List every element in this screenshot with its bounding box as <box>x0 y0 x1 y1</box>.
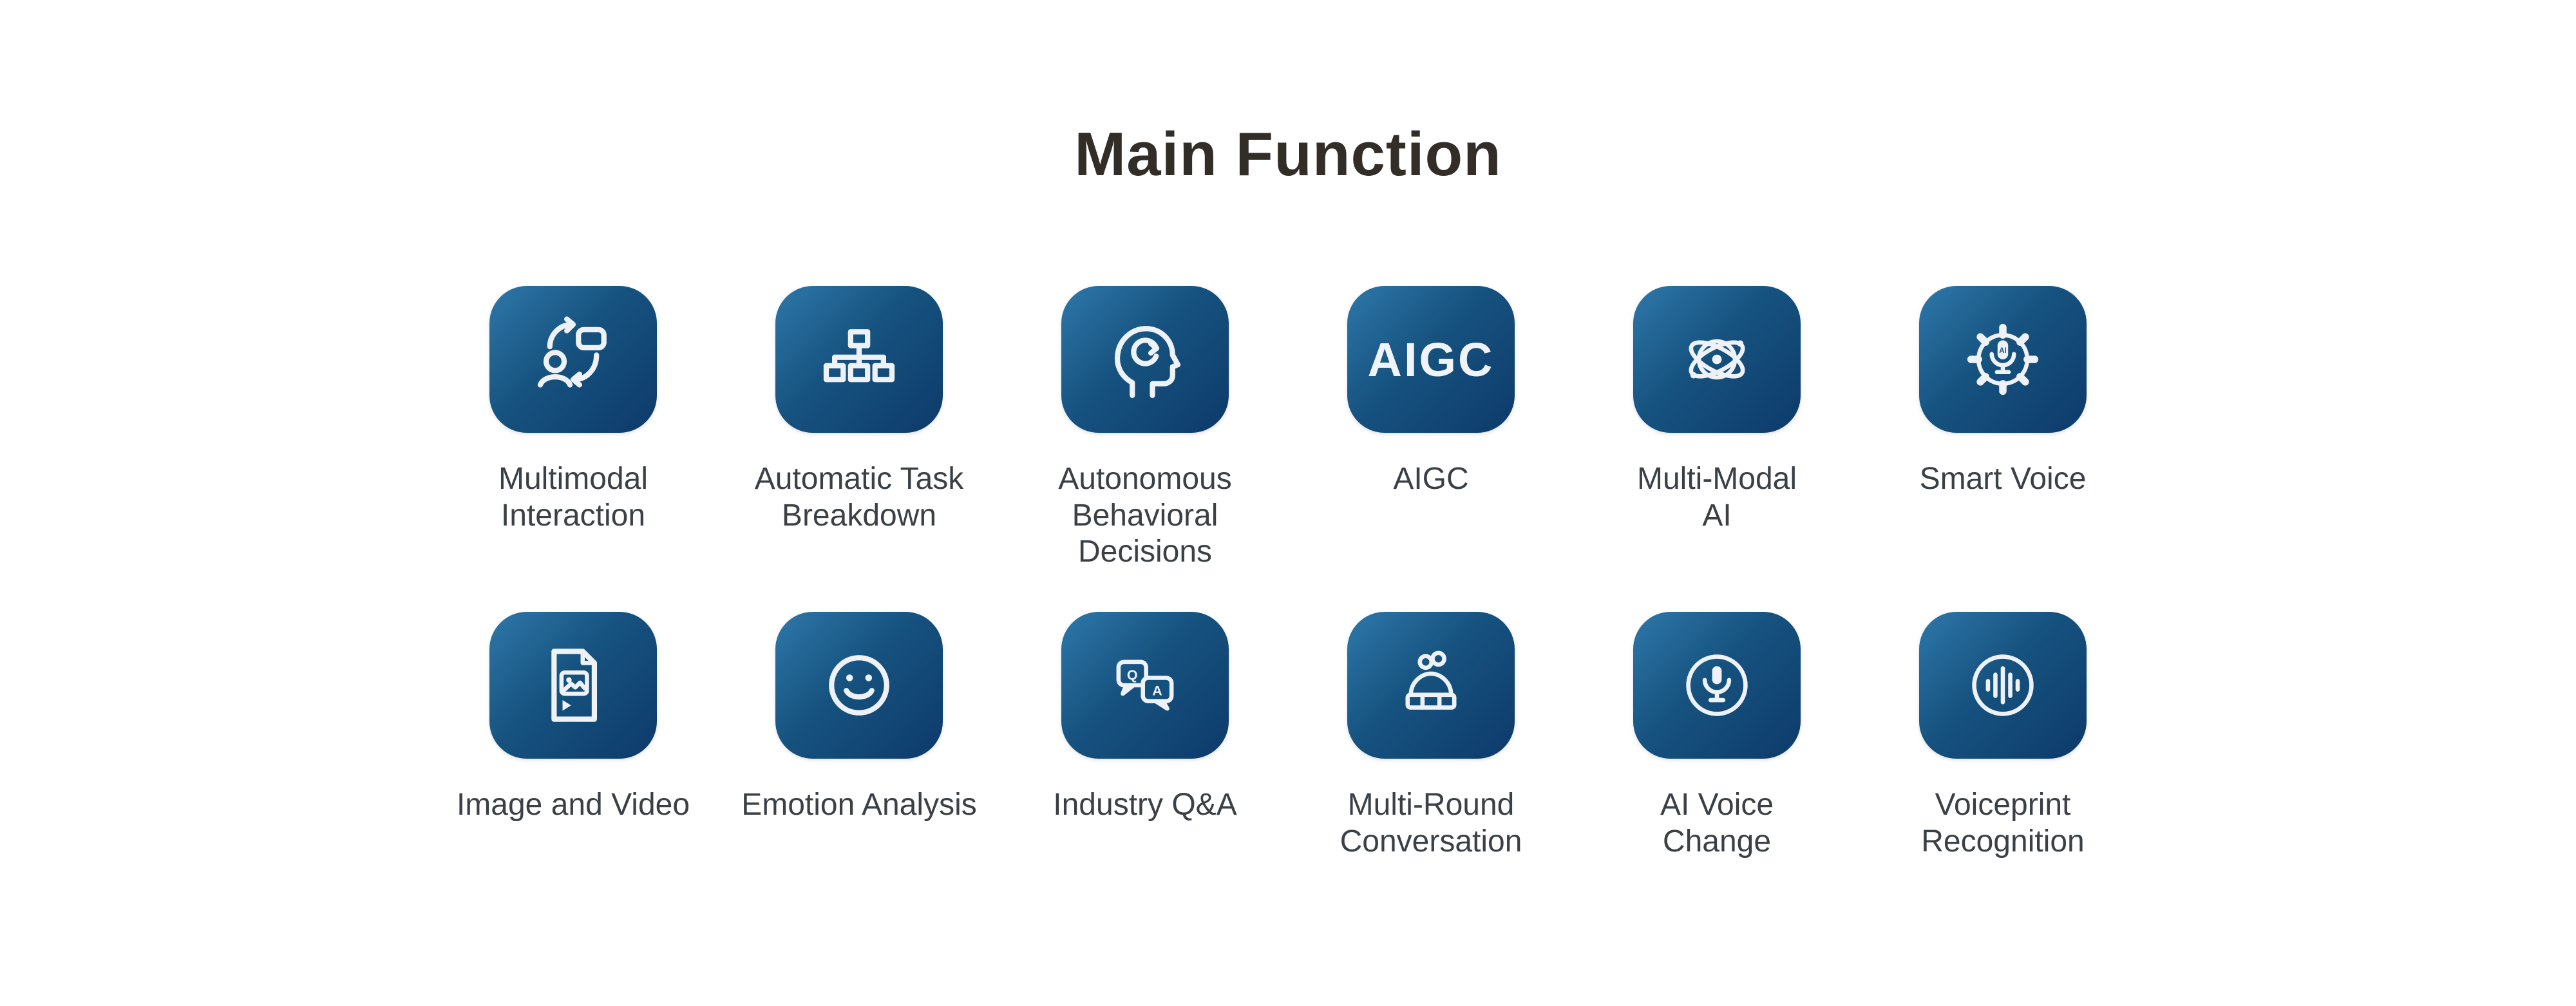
tile-label: Multimodal Interaction <box>498 462 649 533</box>
behavioral-decisions-icon <box>1061 286 1229 433</box>
tile-label: Multi-Modal AI <box>1636 462 1797 533</box>
tile-label: AI Voice Change <box>1660 787 1774 859</box>
tile-multi-modal-ai: Multi-Modal AI <box>1574 286 1860 571</box>
tile-label: Voiceprint Recognition <box>1921 787 2085 859</box>
tile-ai-voice-change: AI Voice Change <box>1574 611 1860 860</box>
tile-label: Emotion Analysis <box>741 787 977 822</box>
aigc-text-icon: AIGC <box>1347 286 1515 433</box>
tile-label: Multi-Round Conversation <box>1340 787 1522 859</box>
tile-label: Automatic Task Breakdown <box>754 462 964 533</box>
tile-multimodal-interaction: Multimodal Interaction <box>430 286 716 571</box>
tile-label: Image and Video <box>456 787 690 822</box>
tile-automatic-task-breakdown: Automatic Task Breakdown <box>716 286 1002 571</box>
tile-label: Smart Voice <box>1919 462 2087 496</box>
tile-label: Autonomous Behavioral Decisions <box>1058 462 1232 569</box>
multimodal-interaction-icon <box>489 286 657 433</box>
a-glyph: A <box>1152 683 1162 699</box>
conversation-icon <box>1347 611 1515 759</box>
atom-icon <box>1633 286 1801 433</box>
media-document-icon <box>489 611 657 759</box>
page-title: Main Function <box>1074 120 1502 189</box>
tile-autonomous-behavioral-decisions: Autonomous Behavioral Decisions <box>1002 286 1288 571</box>
tile-industry-qa: Q A Industry Q&A <box>1002 611 1288 860</box>
feature-grid: Multimodal Interaction Automatic Task Br… <box>0 286 2576 860</box>
task-breakdown-icon <box>775 286 943 433</box>
waveform-circle-icon <box>1919 611 2087 759</box>
tile-label: AIGC <box>1393 462 1469 496</box>
tile-image-and-video: Image and Video <box>430 611 716 860</box>
tile-label: Industry Q&A <box>1053 787 1237 822</box>
tile-emotion-analysis: Emotion Analysis <box>716 611 1002 860</box>
qa-bubbles-icon: Q A <box>1061 611 1229 759</box>
tile-aigc: AIGC AIGC <box>1288 286 1574 571</box>
smiley-icon <box>775 611 943 759</box>
q-glyph: Q <box>1127 667 1138 683</box>
microphone-circle-icon <box>1633 611 1801 759</box>
tile-multi-round-conversation: Multi-Round Conversation <box>1288 611 1574 860</box>
aigc-glyph: AIGC <box>1367 332 1495 386</box>
gear-mic-icon: AI <box>1919 286 2087 433</box>
tile-voiceprint-recognition: Voiceprint Recognition <box>1860 611 2146 860</box>
tile-smart-voice: AI Smart Voice <box>1860 286 2146 571</box>
mic-ai-glyph: AI <box>1999 347 2007 355</box>
